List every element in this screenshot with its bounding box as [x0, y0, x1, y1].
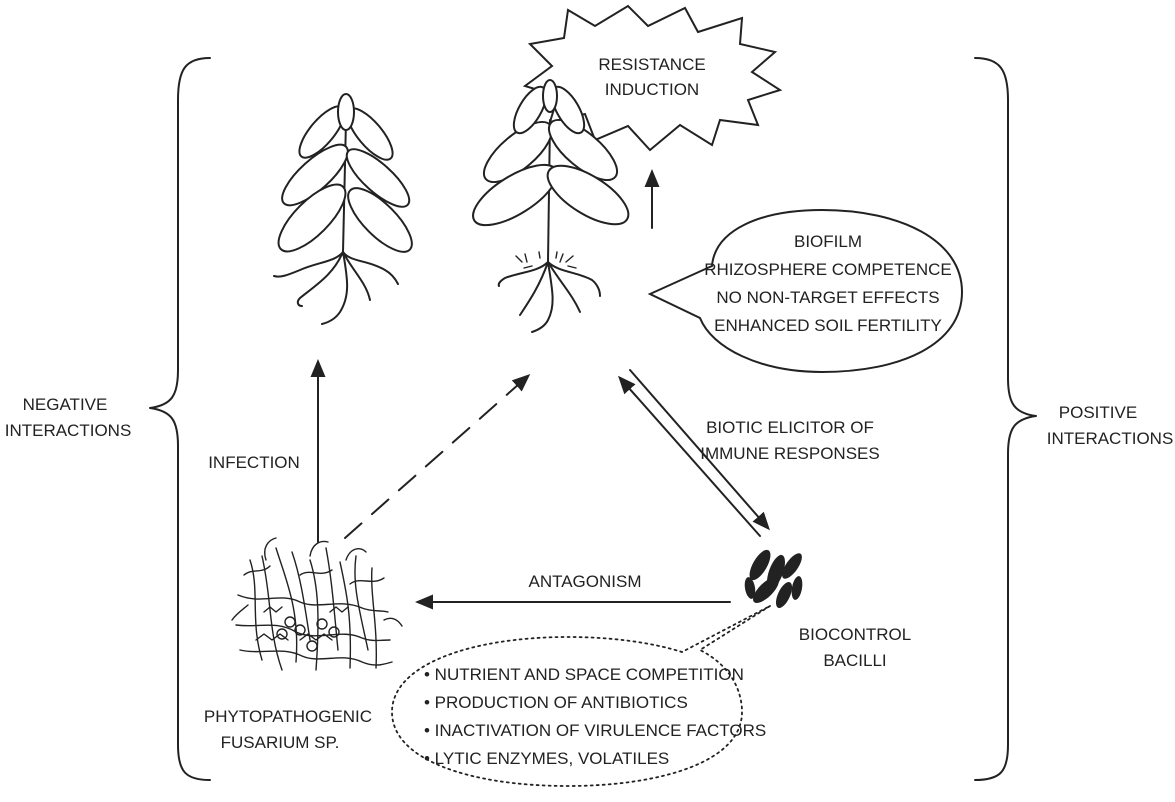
biocontrol-line-1: BIOCONTROL: [799, 625, 911, 644]
elicitor-line-1: BIOTIC ELICITOR OF: [706, 418, 874, 437]
resistance-induction-burst: RESISTANCE INDUCTION: [522, 4, 783, 152]
antagonism-label: ANTAGONISM: [528, 572, 641, 591]
benefit-3: NO NON-TARGET EFFECTS: [716, 288, 939, 307]
mechanism-3: • INACTIVATION OF VIRULENCE FACTORS: [424, 721, 766, 740]
mechanism-2: • PRODUCTION OF ANTIBIOTICS: [424, 693, 688, 712]
mechanism-4: • LYTIC ENZYMES, VOLATILES: [424, 749, 669, 768]
dashed-arrow: [344, 374, 531, 539]
elicitor-arrow-down: [629, 369, 770, 531]
infected-plant-icon: [273, 93, 413, 325]
pathogen-line-1: PHYTOPATHOGENIC: [204, 707, 372, 726]
infection-label: INFECTION: [208, 453, 300, 472]
left-brace: [149, 57, 211, 781]
right-brace: [974, 57, 1037, 781]
benefits-balloon: BIOFILM RHIZOSPHERE COMPETENCE NO NON-TA…: [647, 208, 964, 374]
negative-interactions-line-2: INTERACTIONS: [5, 421, 132, 440]
positive-interactions-line-2: INTERACTIONS: [1047, 429, 1174, 448]
elicitor-line-2: IMMUNE RESPONSES: [700, 444, 879, 463]
benefit-1: BIOFILM: [794, 232, 862, 251]
mechanism-1: • NUTRIENT AND SPACE COMPETITION: [424, 665, 744, 684]
benefit-4: ENHANCED SOIL FERTILITY: [714, 316, 942, 335]
elicitor-arrow-up: [618, 375, 761, 537]
resistance-line-1: RESISTANCE: [598, 55, 705, 74]
negative-interactions-line-1: NEGATIVE: [23, 395, 108, 414]
biocontrol-line-2: BACILLI: [823, 651, 886, 670]
positive-interactions-line-1: POSITIVE: [1059, 403, 1137, 422]
resistance-line-2: INDUCTION: [605, 80, 699, 99]
bacilli-icon: [744, 549, 803, 608]
pathogen-line-2: FUSARIUM SP.: [221, 733, 340, 752]
fusarium-icon: [231, 537, 403, 671]
healthy-plant-icon: [472, 79, 630, 333]
mechanisms-balloon: • NUTRIENT AND SPACE COMPETITION • PRODU…: [391, 605, 771, 787]
benefit-2: RHIZOSPHERE COMPETENCE: [704, 260, 951, 279]
